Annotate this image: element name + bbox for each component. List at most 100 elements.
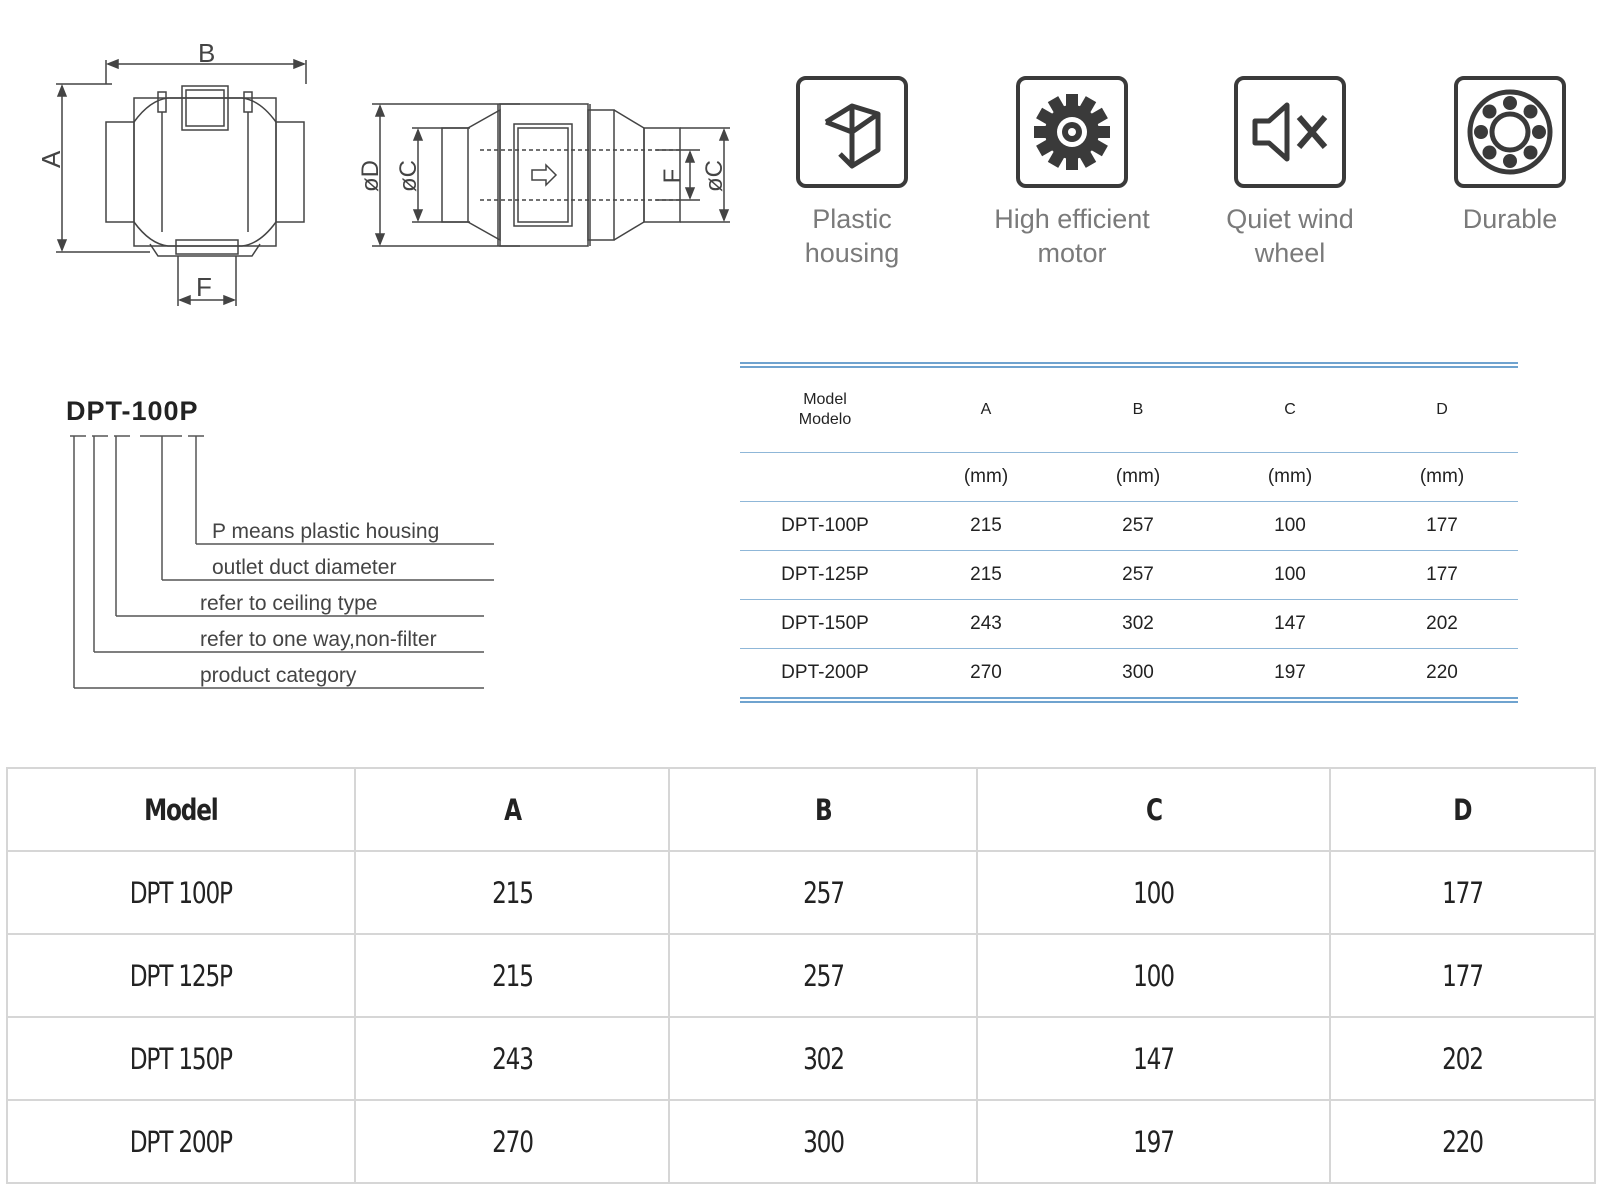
cell-a: 215 [354, 933, 670, 1018]
feature-motor: High efficient motor [972, 76, 1172, 270]
table-bottom-rule [740, 697, 1518, 703]
cell-model: DPT-200P [781, 662, 869, 683]
dim-label-a: A [36, 150, 66, 168]
header-model: Model [6, 767, 356, 852]
cell-b: 257 [1062, 550, 1214, 600]
table-header-row: Model A B C D [6, 767, 1596, 852]
cell-a: 243 [354, 1016, 670, 1101]
feature-label: Quiet wind wheel [1226, 204, 1354, 268]
legend-line-housing: P means plastic housing [212, 520, 440, 543]
technical-drawings: B A F [36, 38, 730, 306]
cell-model: DPT 200P [6, 1099, 356, 1184]
feature-label: Plastic housing [804, 204, 900, 268]
header-c: C [976, 767, 1331, 852]
cell-b: 300 [1122, 662, 1154, 683]
cell-b: 300 [668, 1099, 978, 1184]
cell-d: 177 [1366, 501, 1518, 551]
dimensions-table: Model A B C D DPT 100P 215 257 100 177 D… [6, 767, 1596, 1184]
bearing-icon [1454, 76, 1566, 188]
table-row: DPT-200P 270 300 197 220 [740, 649, 1518, 698]
cell-a: 270 [970, 662, 1002, 683]
dim-label-c-left: øC [395, 160, 422, 192]
legend-leader-lines [70, 435, 494, 689]
cell-model: DPT 125P [6, 933, 356, 1018]
table-row: DPT 125P 215 257 100 177 [6, 933, 1596, 1018]
dim-label-c-right: øC [701, 160, 728, 192]
dim-label-b: B [198, 38, 215, 68]
cell-d: 177 [1329, 850, 1596, 935]
cell-d: 202 [1366, 599, 1518, 649]
cell-c: 147 [976, 1016, 1331, 1101]
header-d: D [1366, 368, 1518, 453]
table-row: DPT-150P 243 302 147 202 [740, 599, 1518, 649]
cell-a: 215 [910, 501, 1062, 551]
header-c: C [1214, 368, 1366, 453]
cell-d: 202 [1329, 1016, 1596, 1101]
cell-c: 100 [1214, 501, 1366, 551]
dim-label-d: øD [357, 160, 384, 192]
front-view-drawing [372, 103, 730, 247]
model-code-legend: DPT-100P P means plastic housing outlet … [66, 396, 496, 696]
cell-a: 243 [910, 599, 1062, 649]
cell-model: DPT-150P [740, 599, 910, 649]
unit-cell: (mm) [1062, 452, 1214, 502]
table-row: DPT 100P 215 257 100 177 [6, 850, 1596, 935]
cell-a: 215 [354, 850, 670, 935]
cell-c: 100 [976, 933, 1331, 1018]
spec-table: Model Modelo A B C D (mm) (mm) (mm) (mm)… [740, 362, 1518, 703]
side-view-drawing [56, 58, 307, 306]
cell-d: 220 [1329, 1099, 1596, 1184]
table-row: DPT-125P 215 257 100 177 [740, 550, 1518, 600]
feature-quiet-wheel: Quiet wind wheel [1190, 76, 1390, 270]
cell-c: 197 [976, 1099, 1331, 1184]
cell-c: 100 [976, 850, 1331, 935]
units-empty [740, 452, 910, 502]
header-model: Model Modelo [740, 368, 910, 453]
feature-durable: Durable [1410, 76, 1600, 236]
gear-icon [1016, 76, 1128, 188]
cell-model: DPT-100P [740, 501, 910, 551]
table-row: DPT-100P 215 257 100 177 [740, 501, 1518, 551]
cell-c: 100 [1214, 550, 1366, 600]
cell-b: 257 [668, 933, 978, 1018]
cell-d: 177 [1329, 933, 1596, 1018]
cell-a: 270 [354, 1099, 670, 1184]
unit-cell: (mm) [910, 452, 1062, 502]
table-row: DPT 200P 270 300 197 220 [6, 1099, 1596, 1184]
dim-label-f-side: F [196, 272, 212, 302]
units-row: (mm) (mm) (mm) (mm) [740, 452, 1518, 502]
table-top-rule [740, 362, 1518, 368]
header-d: D [1329, 767, 1596, 852]
cell-b: 257 [668, 850, 978, 935]
cell-c: 147 [1214, 599, 1366, 649]
cell-d: 177 [1366, 550, 1518, 600]
legend-line-ceiling: refer to ceiling type [200, 592, 378, 615]
cell-model: DPT-125P [740, 550, 910, 600]
header-b: B [1062, 368, 1214, 453]
legend-line-category: product category [200, 664, 357, 687]
feature-label: Durable [1462, 204, 1558, 234]
header-a: A [354, 767, 670, 852]
cell-b: 302 [1062, 599, 1214, 649]
cell-b: 302 [668, 1016, 978, 1101]
feature-plastic-housing: Plastic housing [752, 76, 952, 270]
cell-model: DPT 100P [6, 850, 356, 935]
header-b: B [668, 767, 978, 852]
dim-label-f-front: F [659, 169, 686, 184]
speaker-mute-icon [1234, 76, 1346, 188]
cell-d: 220 [1426, 662, 1458, 683]
feature-label: High efficient motor [994, 204, 1150, 268]
legend-line-diameter: outlet duct diameter [212, 556, 397, 579]
cell-c: 197 [1274, 662, 1306, 683]
unit-cell: (mm) [1214, 452, 1366, 502]
table-row: DPT 150P 243 302 147 202 [6, 1016, 1596, 1101]
table-header-row: Model Modelo A B C D [740, 368, 1518, 453]
cell-b: 257 [1062, 501, 1214, 551]
header-a: A [910, 368, 1062, 453]
cell-a: 215 [910, 550, 1062, 600]
model-code-title: DPT-100P [66, 396, 199, 426]
unit-cell: (mm) [1366, 452, 1518, 502]
box-icon [796, 76, 908, 188]
legend-line-oneway: refer to one way,non-filter [200, 628, 437, 651]
cell-model: DPT 150P [6, 1016, 356, 1101]
